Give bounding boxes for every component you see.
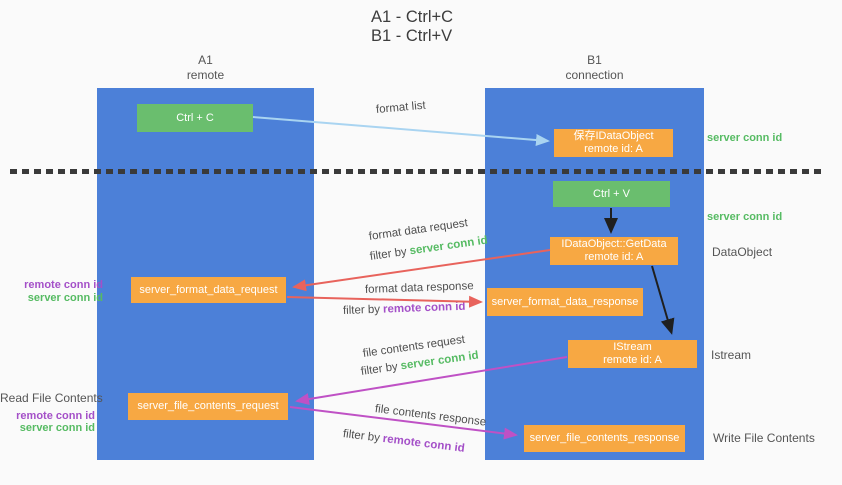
save-idataobject-line1: 保存IDataObject [573, 130, 654, 142]
ctrl-c-box: Ctrl + C [137, 104, 253, 132]
diagram-title: A1 - Ctrl+C B1 - Ctrl+V [371, 8, 453, 46]
filter-by-text: filter by [342, 428, 381, 445]
file-response-label: server_file_contents_response [529, 432, 680, 444]
filter-by-text: filter by [369, 245, 408, 263]
title-line-2: B1 - Ctrl+V [371, 27, 453, 45]
lane-b-role: connection [565, 68, 624, 82]
ctrl-c-label: Ctrl + C [176, 111, 214, 124]
file-contents-response-label: file contents response [374, 403, 487, 429]
mid-left-server-conn-id: server conn id [27, 291, 103, 304]
lane-b-name: B1 [587, 53, 602, 67]
lane-a-header: A1 remote [97, 53, 314, 83]
format-response-label: server_format_data_response [491, 295, 639, 308]
lane-a-role: remote [186, 68, 225, 82]
title-line-1: A1 - Ctrl+C [371, 8, 454, 26]
ctrl-v-label: Ctrl + V [593, 187, 630, 200]
bottom-left-annotation-block: Read File Contents remote conn id server… [0, 391, 103, 435]
server-file-contents-response-box: server_file_contents_response [524, 425, 685, 452]
save-idataobject-box: 保存IDataObject remote id: A [554, 129, 673, 157]
filter-by-text: filter by [360, 360, 399, 378]
ctrl-v-box: Ctrl + V [553, 181, 670, 207]
remote-conn-id-text: remote conn id [382, 300, 466, 316]
lane-b-header: B1 connection [485, 53, 704, 83]
filter-by-text: filter by [342, 303, 381, 317]
getdata-line2: remote id: A [584, 251, 644, 263]
server-file-contents-request-box: server_file_contents_request [128, 393, 288, 420]
lane-a-name: A1 [198, 53, 213, 67]
format-request-label: server_format_data_request [139, 283, 278, 296]
istream-annotation: Istream [711, 348, 752, 362]
mid-left-remote-conn-id: remote conn id [24, 279, 103, 291]
write-file-contents-annotation: Write File Contents [713, 431, 815, 445]
server-format-data-response-box: server_format_data_response [487, 288, 643, 316]
format-data-response-label: format data response [364, 280, 474, 296]
file-request-label: server_file_contents_request [137, 400, 279, 412]
copy-paste-separator-line [10, 169, 823, 174]
bottom-left-remote-conn-id: remote conn id [16, 409, 95, 422]
istream-box: IStream remote id: A [568, 340, 697, 368]
server-conn-id-text: server conn id [408, 234, 489, 258]
bottom-left-server-conn-id: server conn id [19, 422, 95, 434]
server-format-data-request-box: server_format_data_request [131, 277, 286, 303]
dataobject-annotation: DataObject [712, 245, 773, 259]
remote-conn-id-text: remote conn id [382, 432, 466, 455]
idataobject-getdata-box: IDataObject::GetData remote id: A [550, 237, 678, 265]
save-idataobject-line2: remote id: A [584, 143, 643, 155]
getdata-line1: IDataObject::GetData [561, 238, 667, 250]
istream-line2: remote id: A [603, 354, 662, 366]
server-conn-id-annotation-mid: server conn id [707, 211, 783, 223]
mid-left-conn-id-block: remote conn id server conn id [0, 279, 103, 304]
format-list-label: format list [375, 99, 427, 116]
istream-line1: IStream [613, 341, 652, 353]
read-file-contents-annotation: Read File Contents [0, 391, 103, 405]
server-conn-id-annotation-top: server conn id [707, 132, 783, 144]
